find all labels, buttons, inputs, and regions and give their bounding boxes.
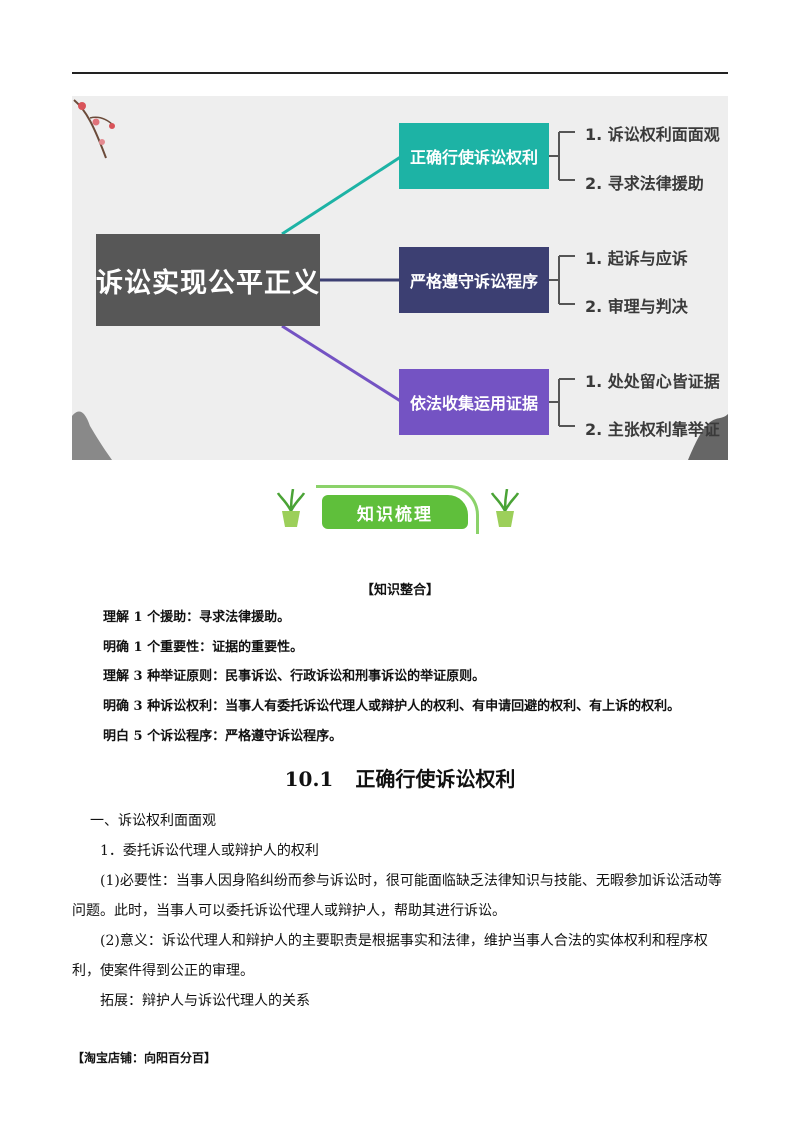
mind-map-leaf: 1. 处处留心皆证据 — [585, 372, 720, 391]
connector-branch-3 — [281, 324, 403, 404]
summary-heading: 【知识整合】 — [360, 583, 439, 598]
mountain-right-icon — [688, 414, 728, 460]
footer-note: 【淘宝店铺：向阳百分百】 — [72, 1051, 217, 1065]
section-banner: 知识梳理 — [276, 485, 526, 535]
summary-point: 明白 5 个诉讼程序：严格遵守诉讼程序。 — [103, 729, 343, 744]
mountain-left-icon — [72, 411, 112, 460]
mind-map-leaf: 1. 诉讼权利面面观 — [585, 125, 720, 144]
connector-branch-1 — [281, 154, 403, 236]
mind-map-root: 诉讼实现公平正义 — [96, 234, 320, 326]
paragraph: 拓展：辩护人与诉讼代理人的关系 — [100, 993, 310, 1009]
paragraph: (1)必要性：当事人因身陷纠纷而参与诉讼时，很可能面临缺乏法律知识与技能、无暇参… — [72, 873, 722, 919]
header-rule — [72, 72, 728, 74]
mind-map-leaf: 2. 审理与判决 — [585, 297, 688, 316]
mind-map: 诉讼实现公平正义 正确行使诉讼权利 严格遵守诉讼程序 依法收集运用证据 1. 诉… — [72, 96, 728, 460]
banner-arc — [316, 485, 479, 534]
banner-label: 知识梳理 — [322, 495, 468, 529]
mind-map-leaf: 1. 起诉与应诉 — [585, 249, 688, 268]
plum-blossom-icon — [73, 99, 115, 159]
mind-map-leaf: 2. 主张权利靠举证 — [585, 420, 720, 439]
section-title-text: 正确行使诉讼权利 — [355, 767, 516, 791]
mind-map-branch-2: 严格遵守诉讼程序 — [399, 247, 549, 313]
mind-map-connectors — [281, 131, 575, 427]
summary-point: 明确 1 个重要性：证据的重要性。 — [103, 640, 304, 655]
plant-icon — [276, 489, 306, 527]
section-title: 10.1 正确行使诉讼权利 — [0, 763, 800, 792]
subheading: 1．委托诉讼代理人或辩护人的权利 — [100, 843, 319, 859]
mind-map-leaf: 2. 寻求法律援助 — [585, 174, 704, 193]
summary-point: 理解 3 种举证原则：民事诉讼、行政诉讼和刑事诉讼的举证原则。 — [103, 669, 486, 684]
subheading: 一、诉讼权利面面观 — [90, 813, 216, 829]
mind-map-branch-3: 依法收集运用证据 — [399, 369, 549, 435]
plant-icon — [490, 489, 520, 527]
mind-map-branch-1: 正确行使诉讼权利 — [399, 123, 549, 189]
summary-point: 明确 3 种诉讼权利：当事人有委托诉讼代理人或辩护人的权利、有申请回避的权利、有… — [103, 699, 681, 714]
summary-point: 理解 1 个援助：寻求法律援助。 — [103, 610, 291, 625]
paragraph: (2)意义：诉讼代理人和辩护人的主要职责是根据事实和法律，维护当事人合法的实体权… — [72, 933, 708, 979]
section-number: 10.1 — [284, 767, 334, 791]
